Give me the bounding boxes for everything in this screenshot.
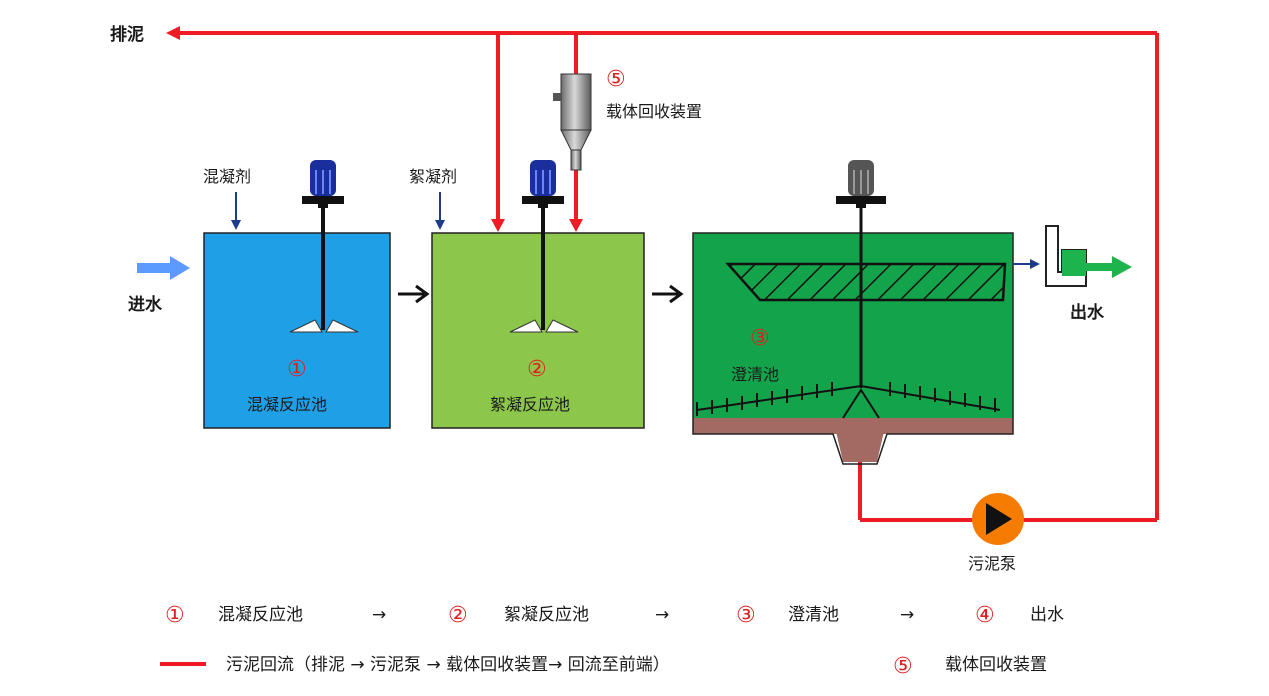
legend-text-1: 混凝反应池 xyxy=(218,605,303,625)
tank3-label: 澄清池 xyxy=(731,365,779,384)
legend-num-2: ② xyxy=(448,603,468,628)
sludge-scraper xyxy=(696,382,1001,419)
outflow-label: 出水 xyxy=(1070,302,1105,323)
tank3-number: ③ xyxy=(750,326,770,351)
mixer-motor-1 xyxy=(302,160,344,208)
legend-text-3: 澄清池 xyxy=(788,605,839,625)
legend-text-4: 出水 xyxy=(1030,605,1064,625)
outflow-weir xyxy=(1013,225,1087,287)
sludge-discharge-arrowhead xyxy=(166,26,180,40)
impeller-1 xyxy=(289,319,359,333)
tank1-label: 混凝反应池 xyxy=(247,395,327,414)
coagulant-label: 混凝剂 xyxy=(203,167,251,186)
legend-return-line-text: 污泥回流（排泥 → 污泥泵 → 载体回收装置→ 回流至前端） xyxy=(226,655,670,675)
impeller-2 xyxy=(509,319,579,333)
legend-num-4: ④ xyxy=(975,603,995,628)
sludge-pump-label: 污泥泵 xyxy=(968,554,1016,573)
sludge-pump-icon xyxy=(972,493,1024,545)
tank2-label: 絮凝反应池 xyxy=(490,395,570,414)
carrier-recovery-device xyxy=(553,73,592,171)
legend-text-5: 载体回收装置 xyxy=(945,655,1047,675)
flocculant-label: 絮凝剂 xyxy=(409,167,457,186)
sludge-return-line xyxy=(166,26,1159,522)
inflow-label: 进水 xyxy=(128,294,163,315)
legend-num-5: ⑤ xyxy=(893,654,913,679)
carrier-device-label: 载体回收装置 xyxy=(606,102,702,121)
mixer-motor-2 xyxy=(522,160,564,208)
carrier-device-number: ⑤ xyxy=(606,67,626,92)
legend-arrow-3: → xyxy=(900,605,914,625)
flow-arrow-1-2 xyxy=(398,284,430,304)
tank1-number: ① xyxy=(287,357,307,382)
legend-arrow-1: → xyxy=(372,605,386,625)
legend: ① 混凝反应池 → ② 絮凝反应池 → ③ 澄清池 → ④ 出水 污泥回流（排泥… xyxy=(160,603,1064,679)
lamella-settler xyxy=(725,262,1007,302)
sludge-discharge-label: 排泥 xyxy=(110,24,144,45)
tank2-number: ② xyxy=(527,357,547,382)
legend-num-3: ③ xyxy=(736,603,756,628)
legend-num-1: ① xyxy=(165,603,185,628)
legend-text-2: 絮凝反应池 xyxy=(504,605,589,625)
flow-arrow-2-3 xyxy=(652,284,684,304)
outflow-arrow xyxy=(1086,256,1132,278)
mixer-motor-3 xyxy=(836,160,886,208)
inflow-arrow xyxy=(137,256,190,280)
legend-arrow-2: → xyxy=(655,605,669,625)
